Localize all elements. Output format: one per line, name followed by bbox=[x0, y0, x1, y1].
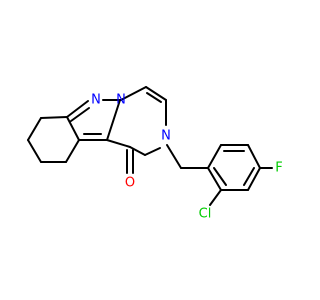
bond bbox=[247, 144, 261, 169]
bond bbox=[145, 86, 167, 101]
bond bbox=[209, 189, 222, 206]
molecule-structure: N N N O Cl F bbox=[27, 86, 283, 222]
bond bbox=[27, 139, 42, 163]
bond bbox=[120, 86, 147, 101]
bond bbox=[66, 100, 89, 118]
atom-label-o: O bbox=[125, 176, 135, 191]
bond bbox=[247, 167, 261, 191]
atom-label-cl: Cl bbox=[199, 207, 212, 222]
cyclohexane-ring bbox=[27, 116, 80, 163]
bond bbox=[65, 139, 80, 163]
carbonyl-group bbox=[126, 149, 134, 174]
bond bbox=[146, 92, 162, 103]
bond bbox=[213, 167, 227, 186]
bond bbox=[40, 116, 68, 119]
bond bbox=[207, 167, 222, 191]
bond bbox=[27, 117, 42, 141]
pyrazinone-ring bbox=[106, 86, 167, 156]
bond bbox=[106, 139, 131, 148]
bond bbox=[129, 146, 146, 156]
atom-label-f: F bbox=[275, 161, 282, 176]
bond bbox=[243, 167, 255, 186]
atom-label-n2: N bbox=[116, 93, 126, 108]
benzene-ring bbox=[207, 144, 261, 191]
bond bbox=[70, 107, 90, 122]
bond bbox=[144, 147, 161, 156]
bond bbox=[66, 116, 80, 141]
atom-label-n3: N bbox=[161, 129, 171, 144]
bond bbox=[207, 144, 222, 169]
pyrazole-ring bbox=[66, 99, 122, 141]
bond bbox=[106, 99, 121, 141]
atom-label-n1: N bbox=[91, 93, 101, 108]
bond bbox=[166, 144, 182, 169]
